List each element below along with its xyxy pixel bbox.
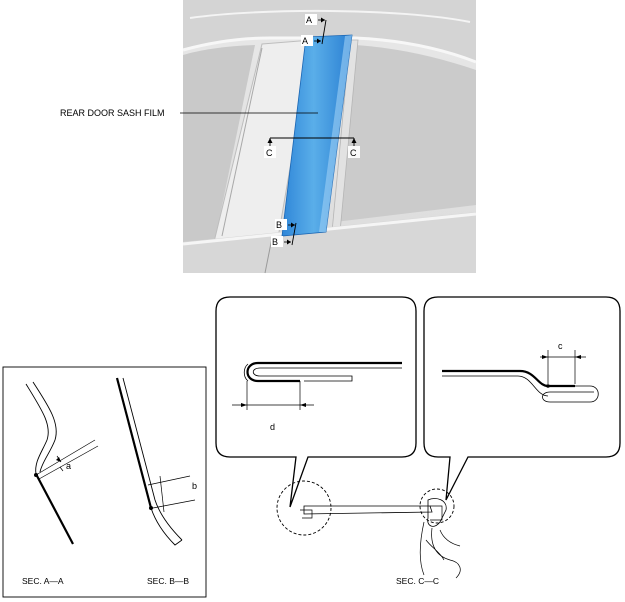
film-highlight [319, 35, 352, 232]
section-b-top-label: B [276, 220, 282, 230]
section-a-bottom-label: A [302, 36, 308, 46]
sections-ab-panel: a b SEC. A—A SEC. B—B [2, 366, 207, 598]
callout-bubble-left [215, 296, 417, 508]
section-c-panel: d c SEC. C—C [215, 296, 621, 586]
door-gap [264, 237, 273, 274]
vehicle-photo: REAR DOOR SASH FILM A A B B [60, 0, 477, 274]
pillar-seam [221, 47, 263, 237]
caption-sec-b: SEC. B—B [147, 576, 189, 586]
section-a-drawing: a [25, 381, 99, 545]
section-c-left-label: C [266, 148, 273, 158]
roof-panel [183, 0, 476, 62]
section-b-marker: B B [271, 219, 297, 247]
sill-edge [182, 212, 477, 246]
section-a-top-label: A [306, 15, 312, 25]
roof-edge [182, 36, 477, 64]
film-label: REAR DOOR SASH FILM [60, 108, 165, 118]
dimension-b-label: b [192, 481, 197, 491]
caption-sec-c: SEC. C—C [396, 576, 439, 586]
section-c-profile [276, 480, 461, 579]
caption-sec-a: SEC. A—A [22, 576, 64, 586]
section-c-right-label: C [350, 148, 357, 158]
dimension-a-label: a [66, 461, 71, 471]
sections-ab-frame [2, 366, 207, 598]
roof-trim [189, 9, 471, 23]
front-window-opening [183, 45, 255, 242]
detail-c-drawing: c [442, 341, 599, 403]
rear-window-opening [335, 45, 476, 222]
dimension-c-label: c [558, 341, 563, 351]
section-b-drawing: b [115, 377, 197, 546]
callout-bubble-right [423, 296, 621, 501]
section-b-bottom-label: B [272, 237, 278, 247]
dimension-d-label: d [270, 422, 275, 432]
door-sill [183, 212, 476, 273]
detail-d-drawing: d [232, 361, 402, 432]
section-c-cut-line: C C [264, 137, 360, 158]
section-a-marker: A A [301, 14, 327, 46]
